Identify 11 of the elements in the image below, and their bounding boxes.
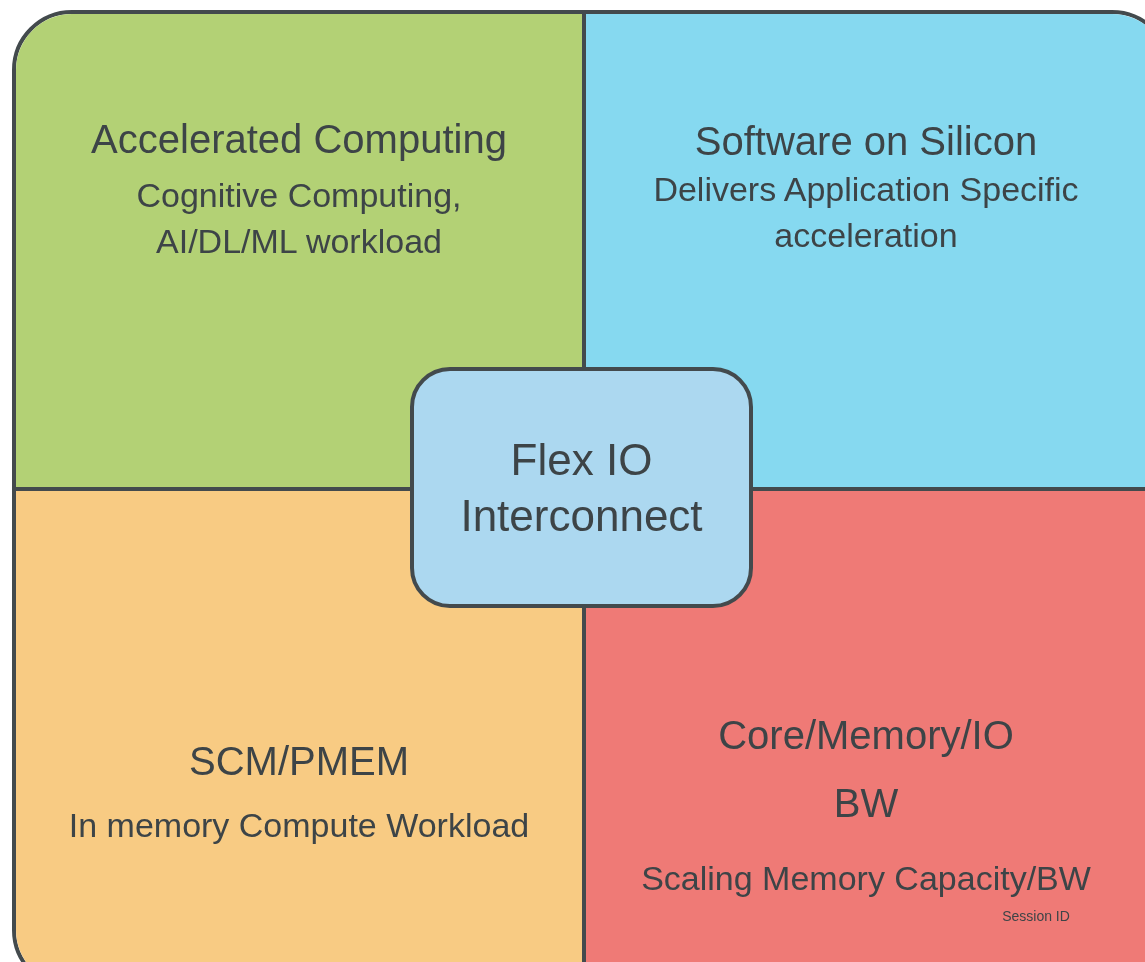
- center-box: [410, 367, 753, 608]
- center-label: Flex IO Interconnect: [459, 433, 704, 542]
- session-note: Session ID: [1001, 907, 1071, 925]
- quadrant-heading: SCM/PMEM: [188, 738, 410, 785]
- quadrant-heading: Accelerated Computing: [90, 116, 508, 163]
- quadrant-heading: Software on Silicon: [693, 118, 1039, 165]
- quadrant-description: Delivers Application Specific acceleration: [652, 169, 1080, 256]
- quadrant-description: In memory Compute Workload: [67, 805, 531, 846]
- quadrant-description: Scaling Memory Capacity/BW: [640, 858, 1092, 899]
- quadrant-description: Cognitive Computing, AI/DL/ML workload: [135, 175, 463, 262]
- quadrant-heading: Core/Memory/IO BW: [717, 712, 1015, 827]
